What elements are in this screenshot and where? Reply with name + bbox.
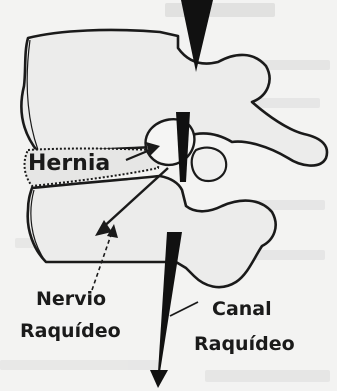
canal-label-pointer xyxy=(170,302,198,316)
lower-vertebra xyxy=(28,176,276,287)
facet-joint xyxy=(192,148,226,181)
canal-label-line2: Raquídeo xyxy=(194,333,295,355)
hernia-label: Hernia xyxy=(28,151,110,176)
spinal-canal-arrowhead xyxy=(150,370,168,388)
nerve-label-line2: Raquídeo xyxy=(20,320,121,342)
canal-label-line1: Canal xyxy=(212,298,272,320)
spinal-canal-middle xyxy=(176,112,190,182)
nerve-label-line1: Nervio xyxy=(36,288,106,310)
